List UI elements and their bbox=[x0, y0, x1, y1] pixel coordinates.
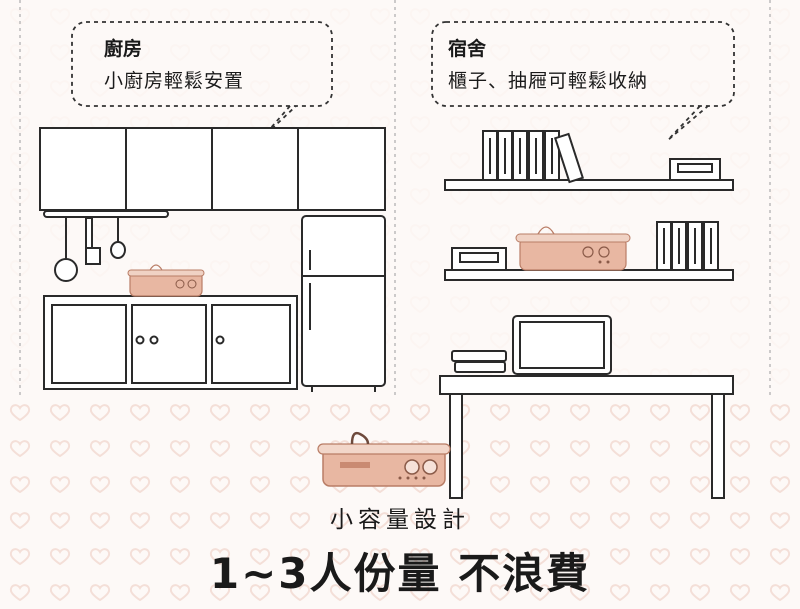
kitchen-bubble-text: 小廚房輕鬆安置 bbox=[104, 70, 245, 92]
middle-shelf-books bbox=[656, 221, 719, 271]
top-shelf-books bbox=[482, 130, 585, 184]
utensil-rail bbox=[43, 210, 169, 218]
dorm-bubble-title: 宿舍 bbox=[448, 38, 487, 60]
product-hotpot bbox=[317, 431, 451, 487]
kitchen-bubble-title: 廚房 bbox=[104, 38, 143, 60]
dorm-bubble-text: 櫃子、抽屜可輕鬆收納 bbox=[448, 70, 649, 92]
caption-subtitle: 小容量設計 bbox=[330, 507, 470, 533]
desk bbox=[439, 375, 734, 395]
caption-headline: 1~3人份量 不浪費 bbox=[209, 549, 591, 598]
kitchen-scene bbox=[39, 127, 386, 392]
kitchen-hotpot bbox=[127, 264, 205, 297]
dorm-speech-bubble bbox=[431, 21, 735, 141]
middle-shelf bbox=[444, 269, 734, 281]
dorm-hotpot bbox=[515, 226, 631, 271]
top-shelf bbox=[444, 179, 734, 191]
fridge bbox=[301, 215, 386, 387]
stacked-books bbox=[451, 350, 507, 362]
dorm-scene bbox=[439, 130, 734, 499]
